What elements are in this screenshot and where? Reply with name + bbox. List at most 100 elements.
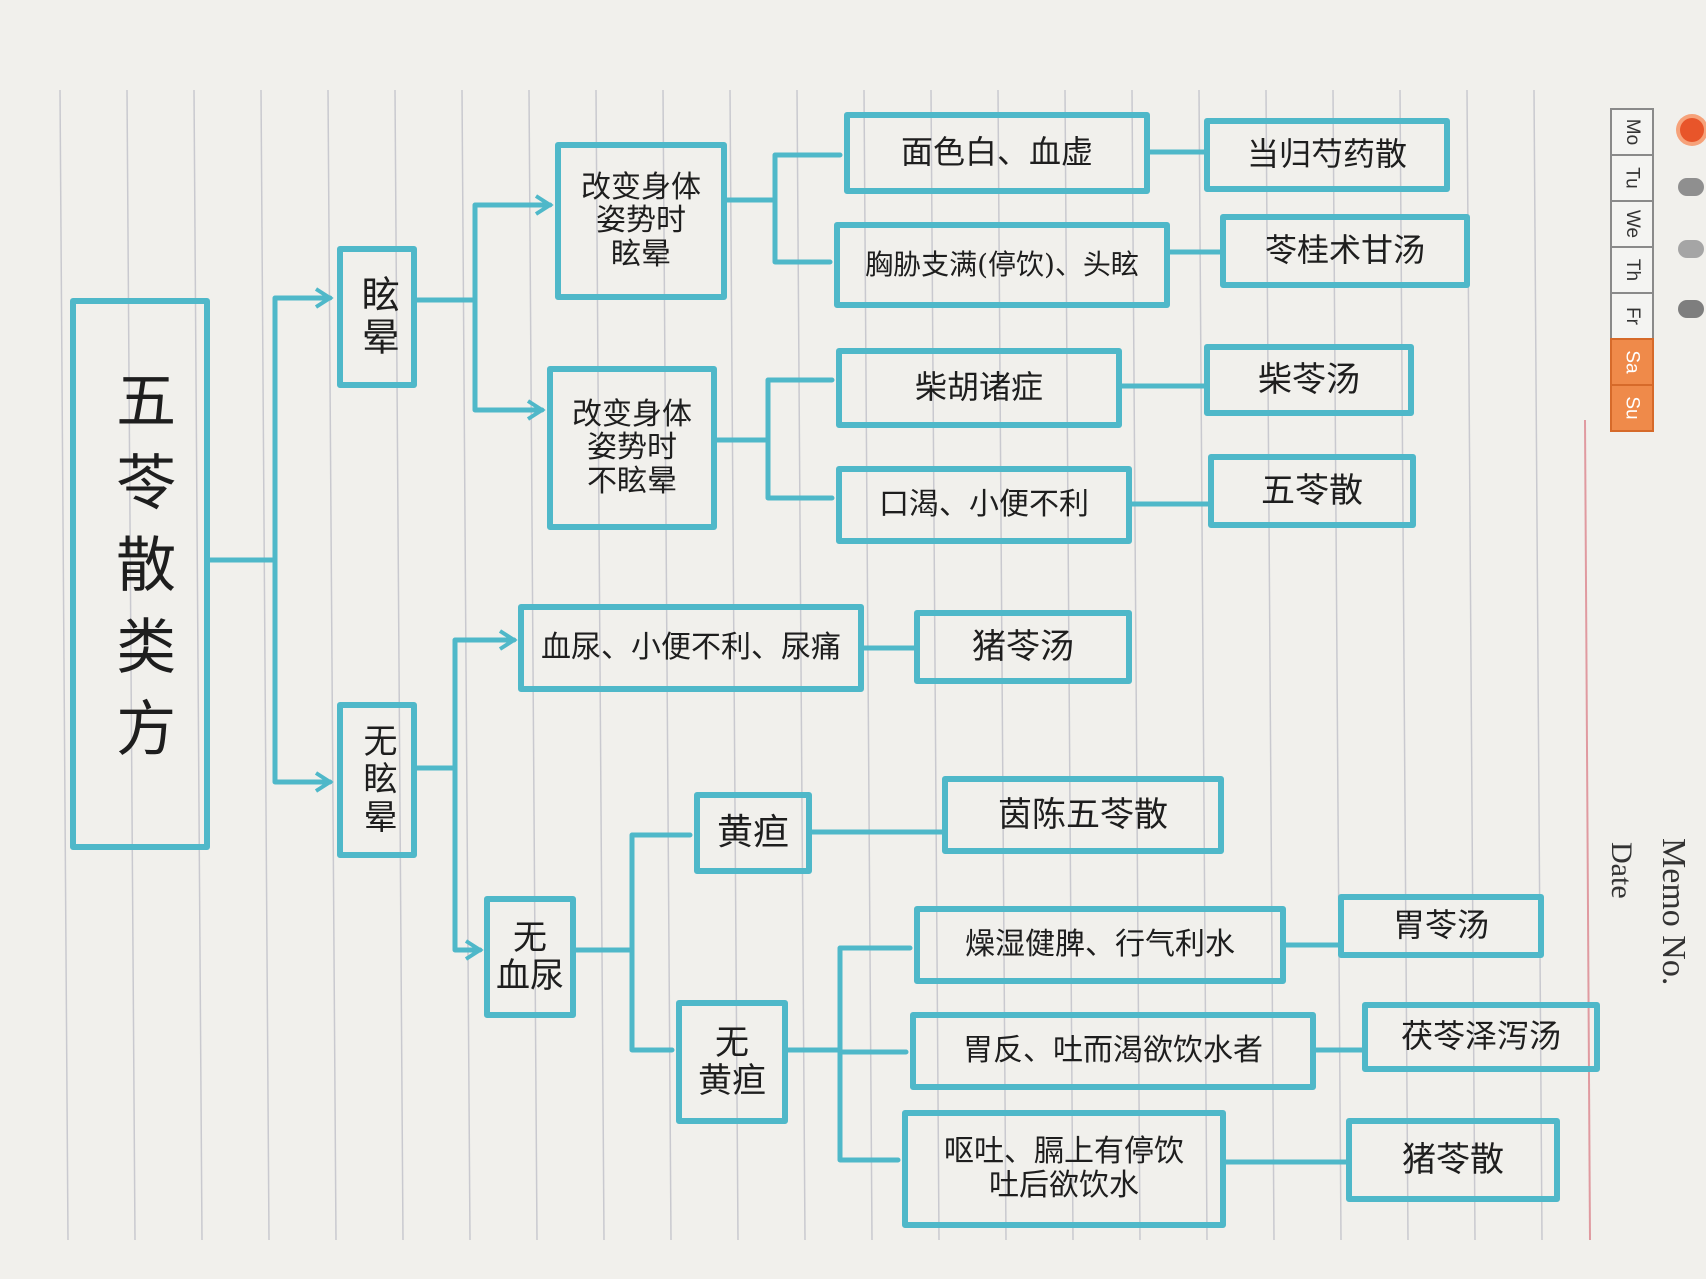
- vertigo-node: 眩晕: [337, 246, 417, 388]
- formula-wuling-label: 五苓散: [1261, 470, 1363, 511]
- date-label: Date: [1605, 842, 1638, 899]
- connector-no-jaundice-split: [785, 945, 913, 1163]
- formula-weiling: 胃苓汤: [1338, 894, 1544, 958]
- formula-zhuling-tang-label: 猪苓汤: [972, 626, 1074, 667]
- ruled-line: [1265, 89, 1275, 1241]
- formula-yinchen-label: 茵陈五苓散: [998, 794, 1168, 835]
- connector-posture-vertigo-to-conditions: [724, 152, 843, 265]
- condition-vomit-thirst-label: 胃反、吐而渴欲饮水者: [963, 1033, 1263, 1069]
- ruled-line: [997, 89, 1007, 1241]
- connector-posture-no-vertigo-to-conditions: [714, 377, 835, 501]
- hematuria-node: 血尿、小便不利、尿痛: [518, 604, 864, 692]
- condition-vomit-fluid-label: 呕吐、膈上有停饮 吐后欲饮水: [944, 1134, 1184, 1203]
- formula-zhuling-tang: 猪苓汤: [914, 610, 1132, 684]
- day-sa: Sa: [1610, 338, 1654, 386]
- day-mo: Mo: [1610, 108, 1654, 156]
- jaundice-label: 黄疸: [716, 811, 789, 853]
- formula-linggui: 苓桂术甘汤: [1220, 214, 1470, 288]
- connector-condition-to-formula: [809, 149, 1365, 1165]
- jaundice-node: 黄疸: [694, 792, 812, 874]
- ruled-line: [1198, 89, 1208, 1241]
- condition-pale-face-label: 面色白、血虚: [900, 133, 1093, 172]
- posture-vertigo-node: 改变身体 姿势时 眩晕: [555, 142, 727, 300]
- margin-line: [1584, 419, 1591, 1241]
- rain-cloud-icon: [1678, 240, 1704, 258]
- formula-danggui: 当归芍药散: [1204, 118, 1450, 192]
- connector-no-vertigo-split: [414, 637, 517, 953]
- ruled-line: [327, 89, 337, 1241]
- posture-no-vertigo-node: 改变身体 姿势时 不眩晕: [547, 366, 717, 530]
- condition-chest-fullness: 胸胁支满(停饮)、头眩: [834, 222, 1170, 308]
- ruled-line: [126, 89, 136, 1241]
- condition-vomit-fluid: 呕吐、膈上有停饮 吐后欲饮水: [902, 1110, 1226, 1228]
- root-node: 五苓散类方: [70, 298, 210, 850]
- condition-pale-face: 面色白、血虚: [844, 112, 1150, 194]
- ruled-line: [729, 89, 739, 1241]
- condition-thirst-label: 口渴、小便不利: [879, 487, 1089, 523]
- day-fr: Fr: [1610, 292, 1654, 340]
- condition-thirst: 口渴、小便不利: [836, 466, 1132, 544]
- condition-dry-damp: 燥湿健脾、行气利水: [914, 906, 1286, 984]
- formula-yinchen: 茵陈五苓散: [942, 776, 1224, 854]
- formula-danggui-label: 当归芍药散: [1246, 135, 1407, 174]
- arrowhead: [534, 194, 554, 216]
- arrowhead: [498, 629, 518, 651]
- formula-fuling-zexie-label: 茯苓泽泻汤: [1400, 1017, 1561, 1056]
- formula-zhuling-san-label: 猪苓散: [1402, 1139, 1504, 1180]
- formula-wuling: 五苓散: [1208, 454, 1416, 528]
- ruled-line: [1533, 89, 1543, 1241]
- day-th: Th: [1610, 246, 1654, 294]
- formula-linggui-label: 苓桂术甘汤: [1264, 231, 1425, 270]
- no-hematuria-node: 无 血尿: [484, 896, 576, 1018]
- day-su: Su: [1610, 384, 1654, 432]
- ruled-line: [1064, 89, 1074, 1241]
- formula-fuling-zexie: 茯苓泽泻汤: [1362, 1002, 1600, 1072]
- ruled-line: [1399, 89, 1409, 1241]
- no-hematuria-label: 无 血尿: [496, 917, 564, 996]
- arrowhead: [526, 399, 546, 421]
- sun-icon: [1680, 118, 1704, 142]
- ruled-line: [595, 89, 605, 1241]
- arrowhead: [314, 287, 334, 309]
- root-label: 五苓散类方: [105, 369, 176, 779]
- posture-no-vertigo-label: 改变身体 姿势时 不眩晕: [572, 396, 692, 499]
- ruled-line: [461, 89, 471, 1241]
- hematuria-label: 血尿、小便不利、尿痛: [541, 630, 841, 666]
- arrowhead: [314, 771, 334, 793]
- formula-chailing: 柴苓汤: [1204, 344, 1414, 416]
- no-jaundice-label: 无 黄疸: [698, 1022, 766, 1101]
- cloud-icon: [1678, 178, 1704, 196]
- ruled-line: [193, 89, 203, 1241]
- no-vertigo-node: 无眩晕: [337, 702, 417, 858]
- condition-chest-fullness-label: 胸胁支满(停饮)、头眩: [865, 248, 1139, 282]
- connector-vertigo-split: [414, 202, 553, 413]
- vertigo-label: 眩晕: [355, 275, 400, 359]
- condition-chaihu: 柴胡诸症: [836, 348, 1122, 428]
- condition-chaihu-label: 柴胡诸症: [914, 368, 1043, 407]
- posture-vertigo-label: 改变身体 姿势时 眩晕: [581, 169, 701, 272]
- weekday-strip: Mo Tu We Th Fr Sa Su: [1610, 108, 1654, 432]
- ruled-line: [260, 89, 270, 1241]
- day-tu: Tu: [1610, 154, 1654, 202]
- storm-icon: [1678, 300, 1704, 318]
- day-we: We: [1610, 200, 1654, 248]
- condition-vomit-thirst: 胃反、吐而渴欲饮水者: [910, 1012, 1316, 1090]
- connector-root-to-branches: [207, 295, 333, 785]
- memo-number-label: Memo No.: [1655, 838, 1692, 986]
- ruled-line: [394, 89, 404, 1241]
- formula-weiling-label: 胃苓汤: [1392, 906, 1489, 945]
- formula-zhuling-san: 猪苓散: [1346, 1118, 1560, 1202]
- ruled-line: [863, 89, 873, 1241]
- ruled-line: [528, 89, 538, 1241]
- condition-dry-damp-label: 燥湿健脾、行气利水: [965, 927, 1235, 963]
- arrowhead: [464, 939, 484, 961]
- formula-chailing-label: 柴苓汤: [1258, 359, 1360, 400]
- ruled-line: [930, 89, 940, 1241]
- connector-no-hematuria-split: [573, 832, 693, 1053]
- no-jaundice-node: 无 黄疸: [676, 1000, 788, 1124]
- no-vertigo-label: 无眩晕: [357, 723, 398, 837]
- ruled-line: [59, 89, 69, 1241]
- ruled-line: [1131, 89, 1141, 1241]
